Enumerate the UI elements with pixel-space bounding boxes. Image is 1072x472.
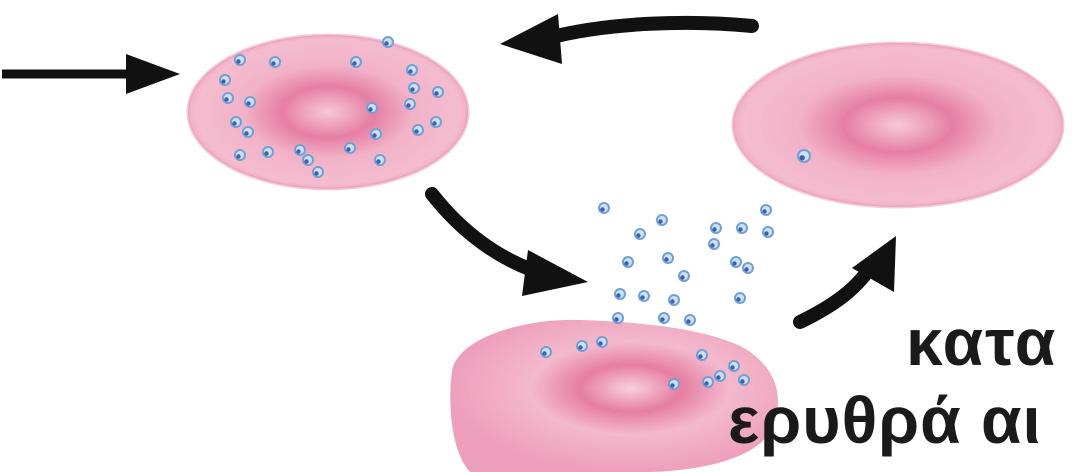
arrowhead-icon — [500, 14, 562, 64]
parasite-icon — [599, 203, 609, 213]
parasite-icon — [367, 103, 377, 113]
parasite-icon — [715, 371, 725, 381]
caption-line-2: ερυθρά αι — [728, 382, 1042, 458]
parasite-icon — [679, 271, 689, 281]
parasite-icon — [697, 350, 707, 360]
input-arrow — [2, 54, 180, 94]
parasite-icon — [729, 361, 739, 371]
parasite-icon — [577, 341, 587, 351]
infected-red-cell — [188, 35, 468, 189]
parasite-icon — [295, 145, 305, 155]
parasite-icon — [243, 127, 253, 137]
parasite-icon — [711, 223, 721, 233]
parasite-icon — [659, 313, 669, 323]
parasite-icon — [313, 167, 323, 177]
parasite-icon — [235, 55, 245, 65]
released-merozoites — [599, 203, 773, 325]
curved-arrow-icon — [548, 23, 752, 38]
parasite-icon — [635, 229, 645, 239]
arrowhead-icon — [522, 250, 588, 296]
parasite-icon — [709, 239, 719, 249]
parasite-icon — [623, 257, 633, 267]
parasite-icon — [351, 57, 361, 67]
parasite-icon — [409, 83, 419, 93]
parasite-icon — [235, 150, 245, 160]
parasite-icon — [303, 155, 313, 165]
parasite-icon — [433, 87, 443, 97]
parasite-icon — [407, 65, 417, 75]
parasite-icon — [263, 147, 273, 157]
parasite-icon — [371, 129, 381, 139]
parasite-icon — [639, 291, 649, 301]
parasite-icon — [413, 125, 423, 135]
newly-infected-red-cell — [733, 43, 1063, 207]
parasite-icon — [345, 143, 355, 153]
parasite-cluster — [798, 150, 810, 162]
parasite-icon — [735, 293, 745, 303]
parasite-icon — [231, 117, 241, 127]
parasite-icon — [270, 57, 280, 67]
parasite-icon — [597, 337, 607, 347]
parasite-icon — [615, 289, 625, 299]
parasite-icon — [223, 93, 233, 103]
parasite-icon — [405, 99, 415, 109]
parasite-icon — [663, 253, 673, 263]
parasite-icon — [669, 295, 679, 305]
parasite-icon — [383, 37, 393, 47]
parasite-icon — [669, 379, 679, 389]
parasite-icon — [613, 313, 623, 323]
parasite-icon — [761, 205, 771, 215]
parasite-icon — [798, 150, 810, 162]
parasite-icon — [743, 263, 753, 273]
parasite-icon — [703, 377, 713, 387]
parasite-icon — [685, 315, 695, 325]
parasite-icon — [245, 97, 255, 107]
caption-line-1: κατα — [906, 304, 1057, 380]
parasite-icon — [431, 117, 441, 127]
parasite-icon — [763, 227, 773, 237]
parasite-icon — [375, 155, 385, 165]
parasite-icon — [220, 75, 230, 85]
parasite-icon — [541, 347, 551, 357]
parasite-icon — [737, 223, 747, 233]
parasite-icon — [731, 257, 741, 267]
parasite-icon — [657, 215, 667, 225]
